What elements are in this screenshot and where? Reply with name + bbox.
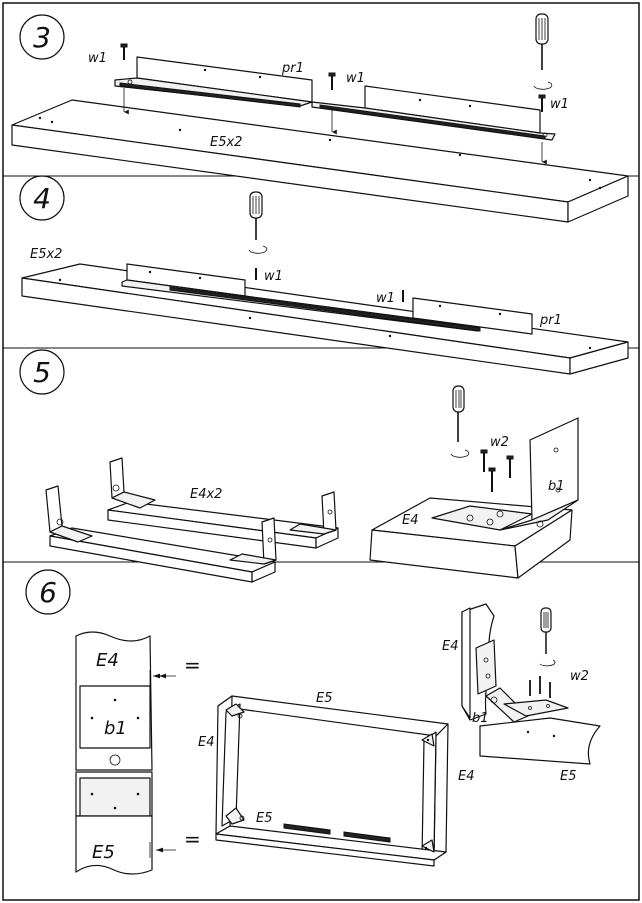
label-e5: E5 [256, 811, 273, 826]
label-b1: b1 [104, 718, 127, 739]
screw-icon [506, 455, 514, 478]
label-e4: E4 [198, 735, 215, 750]
corner-bracket-b1-base [503, 699, 569, 717]
label-pr1: pr1 [539, 313, 562, 328]
step-6: 6 E4 b1 E5 = = E5 [25, 569, 601, 875]
bracket-icon [109, 457, 125, 499]
step-4: 4 E5x2 w1 w1 pr1 [19, 175, 629, 375]
step-number: 3 [33, 21, 51, 54]
step-number-circle [19, 349, 65, 395]
screw-icon [538, 94, 546, 112]
label-e5: E5 [92, 842, 115, 863]
frame-e5-top [217, 695, 449, 737]
rail-profile-left-base [114, 77, 313, 107]
panel-e5-end [569, 341, 629, 375]
rotate-arrow-icon [248, 245, 268, 254]
panel-e5-end [567, 175, 629, 223]
screw-icon [328, 72, 336, 90]
label-b1: b1 [548, 479, 565, 494]
step-5: 5 E4x2 [19, 349, 579, 583]
label-e5x2: E5x2 [210, 135, 242, 150]
detail-bracket-b1-base [79, 777, 151, 817]
label-w1: w1 [346, 71, 365, 86]
step-number: 4 [33, 182, 51, 215]
corner-bracket-b1-upright [475, 639, 497, 695]
step-number-circle [19, 175, 65, 221]
rotate-arrow-icon [450, 449, 470, 458]
label-w1: w1 [550, 97, 569, 112]
screw-icon [120, 43, 128, 60]
rotate-arrow-icon [533, 81, 553, 90]
step-number: 6 [39, 576, 57, 609]
label-e5: E5 [316, 691, 333, 706]
rail-installed-right [412, 297, 533, 335]
screwdriver-icon [249, 191, 263, 240]
label-w1: w1 [264, 269, 283, 284]
bracket-icon [261, 517, 277, 565]
step-3: 3 [11, 13, 629, 223]
label-e4: E4 [442, 639, 459, 654]
corner-panel-e5 [479, 717, 601, 765]
screw-icon [480, 449, 488, 472]
label-pr1: pr1 [281, 61, 304, 76]
rotate-arrow-icon [539, 659, 556, 667]
label-e4: E4 [402, 513, 419, 528]
label-b1: b1 [472, 711, 489, 726]
screwdriver-icon [535, 13, 549, 70]
label-w1: w1 [88, 51, 107, 66]
screwdriver-icon [452, 385, 465, 442]
screw-icon [488, 467, 496, 492]
label-w1: w1 [376, 291, 395, 306]
step-number-circle [19, 14, 65, 60]
label-e5: E5 [560, 769, 577, 784]
label-w2: w2 [490, 435, 509, 450]
label-e4x2: E4x2 [190, 487, 222, 502]
label-w2: w2 [570, 669, 589, 684]
equals-sign: = [184, 827, 201, 851]
step-number: 5 [33, 356, 51, 389]
equals-sign: = [184, 653, 201, 677]
label-e4: E4 [458, 769, 475, 784]
step-number-circle [25, 569, 71, 615]
label-e4: E4 [96, 650, 119, 671]
label-e5x2: E5x2 [30, 247, 62, 262]
screwdriver-icon [540, 607, 552, 654]
